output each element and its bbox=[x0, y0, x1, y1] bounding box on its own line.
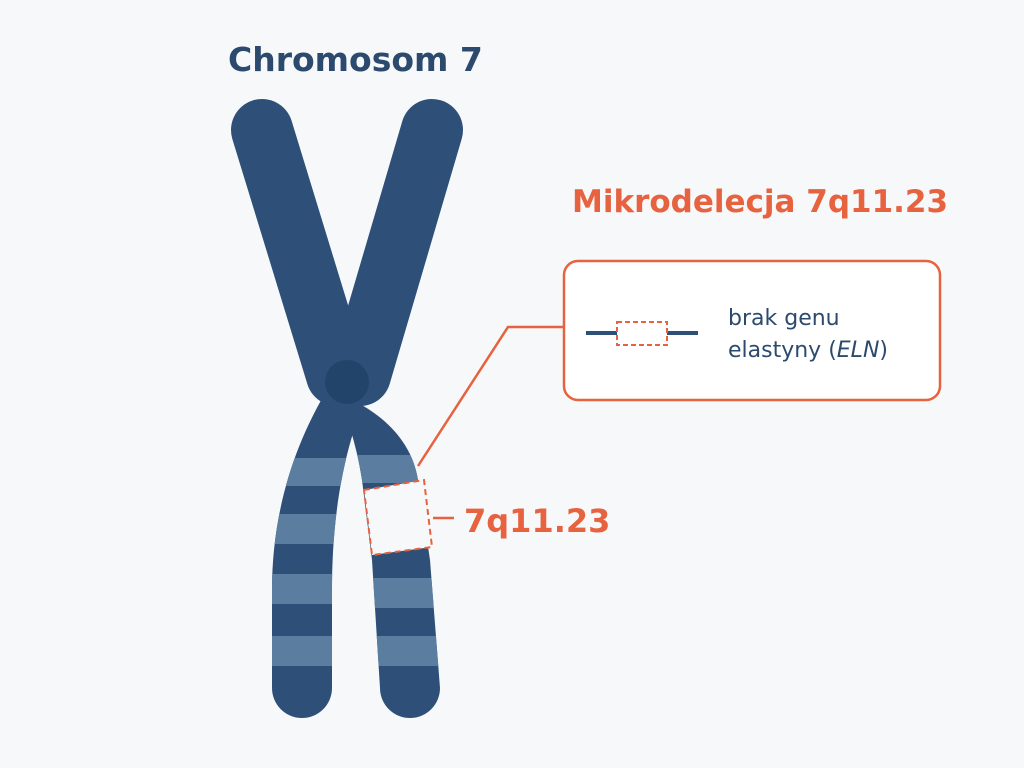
chromosome-band bbox=[340, 636, 440, 666]
legend-text: brak genu elastyny (ELN) bbox=[728, 303, 888, 367]
chromosome-band bbox=[272, 636, 365, 666]
chromosome-band bbox=[340, 578, 440, 608]
gene-name: ELN bbox=[836, 338, 880, 363]
gene-deletion-symbol bbox=[586, 321, 698, 346]
chromosome-band bbox=[272, 574, 365, 604]
legend-line-2-prefix: elastyny ( bbox=[728, 338, 837, 363]
lower-left-arm bbox=[272, 385, 365, 718]
locus-label: 7q11.23 bbox=[464, 502, 611, 540]
centromere bbox=[325, 360, 369, 404]
chromosome-band bbox=[340, 455, 440, 483]
legend-line-2-suffix: ) bbox=[879, 338, 888, 363]
legend-box bbox=[562, 259, 942, 402]
deletion-title: Mikrodelecja 7q11.23 bbox=[572, 184, 949, 220]
legend-line-1: brak genu bbox=[728, 306, 840, 331]
chart-title: Chromosom 7 bbox=[228, 40, 483, 79]
lower-right-arm bbox=[340, 395, 440, 718]
chromosome-band bbox=[272, 514, 365, 544]
callout-connector bbox=[416, 325, 567, 467]
deletion-region bbox=[362, 478, 434, 557]
legend-line-2: elastyny (ELN) bbox=[728, 335, 888, 367]
